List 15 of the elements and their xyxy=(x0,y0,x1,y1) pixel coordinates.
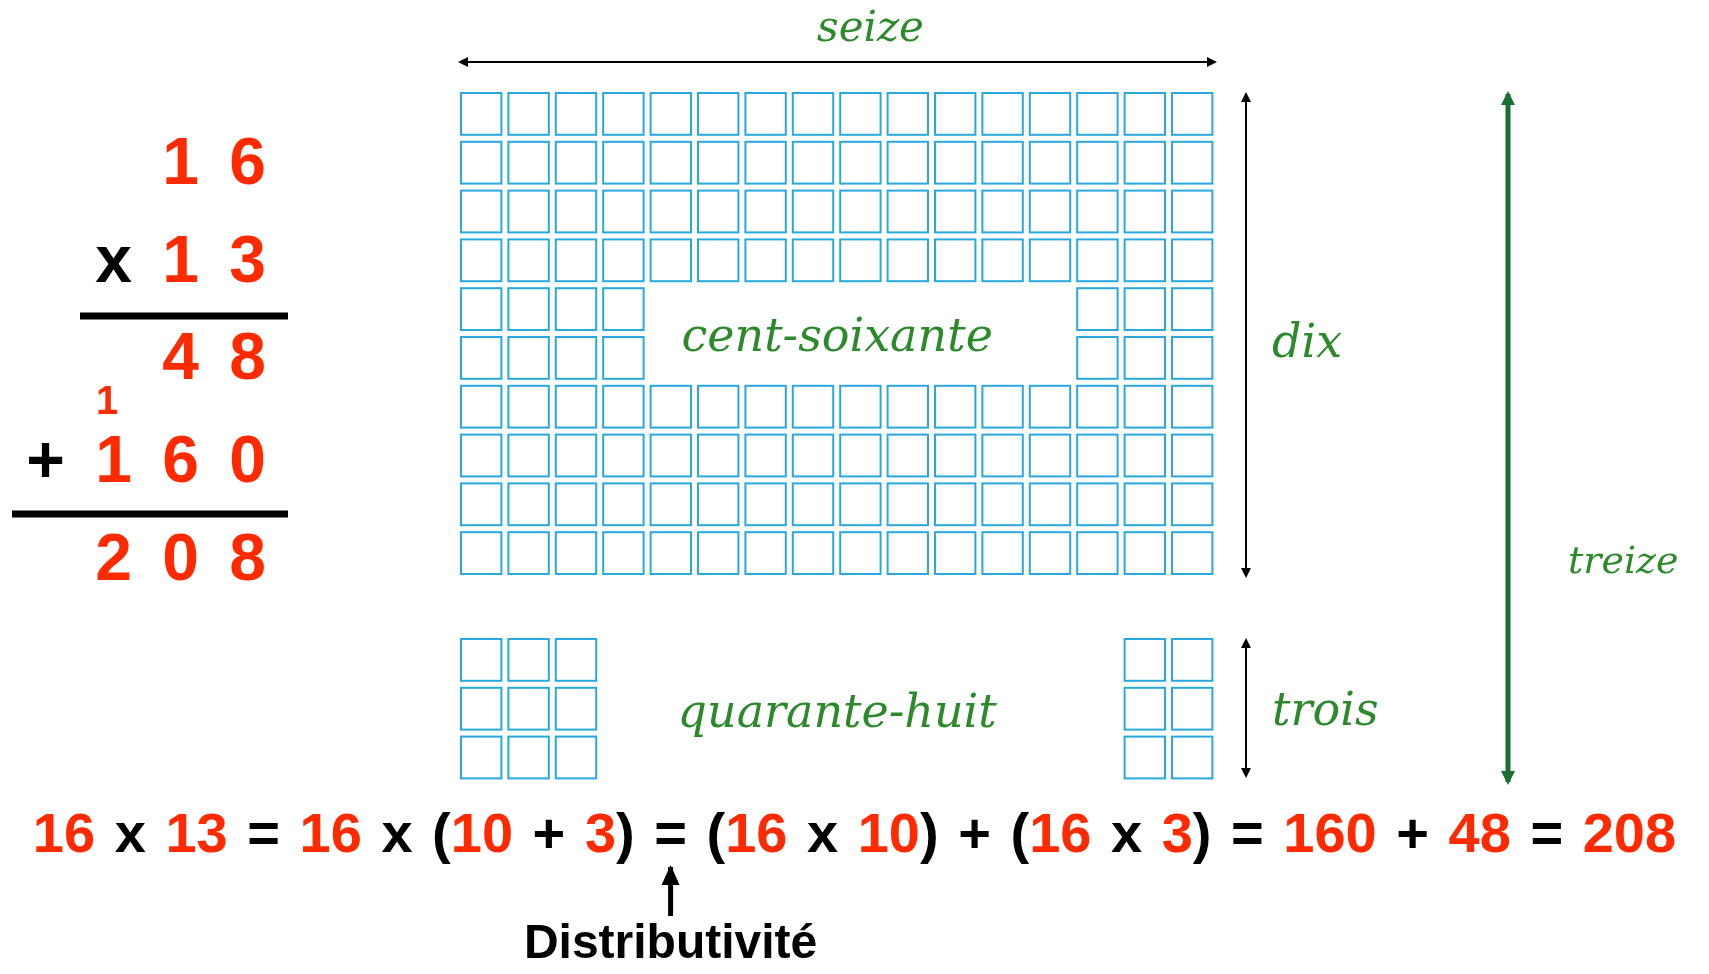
arrow xyxy=(661,865,680,916)
column-calculation-row: 2 0 8 xyxy=(95,524,272,590)
dimension-label: treize xyxy=(1568,538,1679,582)
column-calculation-row: 4 8 xyxy=(162,323,272,389)
column-calculation-row: 1 6 xyxy=(162,128,272,194)
carry-digit: 1 xyxy=(96,378,119,423)
area-label: cent-soixante xyxy=(680,308,994,362)
column-calculation-row: x 1 3 xyxy=(95,226,272,292)
equation: 16 x 13 = 16 x (10 + 3) = (16 x 10) + (16 x 3) = 160 + 48 = 208 xyxy=(0,800,1709,865)
dimension-label: seize xyxy=(816,2,925,51)
dimension-label: trois xyxy=(1272,682,1379,736)
column-calculation-row: + 1 6 0 xyxy=(26,426,272,492)
area-label: quarante-huit xyxy=(676,684,998,738)
dimension-label: dix xyxy=(1272,314,1343,368)
annotation-text: Distributivité xyxy=(4,918,1337,966)
